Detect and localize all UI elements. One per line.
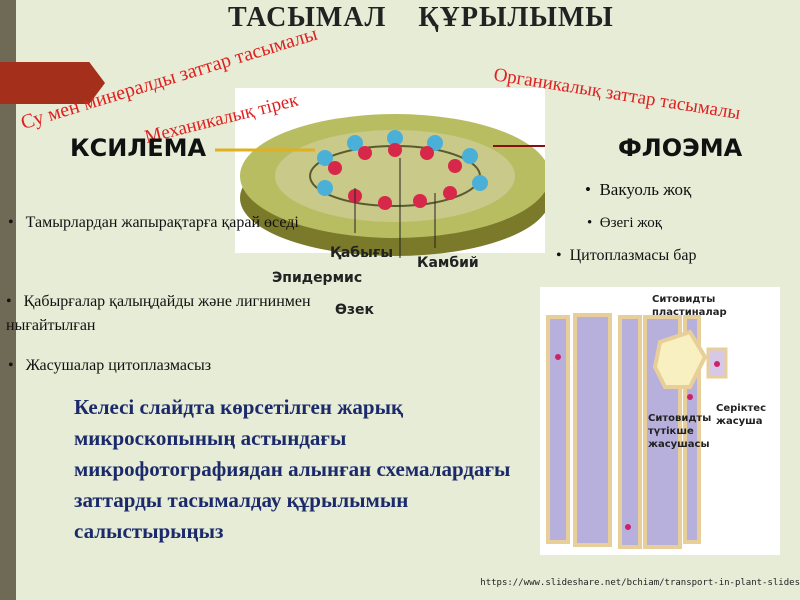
stem-cross-section [215,88,545,258]
phloem-heading: ФЛОЭМА [618,134,743,162]
stem-label-wall: Қабығы [330,245,393,261]
label-companion-cell: Серіктес жасуша [716,403,766,427]
slide-title: ТАСЫМАЛ ҚҰРЫЛЫМЫ [228,2,614,33]
phloem-point-1: • Вакуоль жоқ [585,180,692,199]
left-accent-bar [0,0,16,600]
phloem-point-text: Цитоплазмасы бар [569,247,697,264]
phloem-cells-drawing [546,313,728,549]
phloem-point-text: Өзегі жоқ [599,215,663,231]
phloem-point-text: Вакуоль жоқ [599,180,692,199]
phloem-point-3: • Цитоплазмасы бар [556,247,697,264]
stem-label-epidermis: Эпидермис [272,270,363,286]
xylem-heading: КСИЛЕМА [70,134,207,162]
source-link[interactable]: https://www.slideshare.net/bchiam/transp… [480,578,800,588]
phloem-diagram: Ситовидты пластиналар Ситовидты түтікше … [540,287,780,555]
task-paragraph: Келесі слайдта көрсетілген жарық микроск… [74,395,511,543]
label-sieve-plates: Ситовидты пластиналар [652,294,727,318]
xylem-point-2: • Қабырғалар қалыңдайды және лигнинмен н… [6,293,311,334]
xylem-point-1: • Тамырлардан жапырақтарға қарай өседі [8,214,299,231]
label-sieve-tube: Ситовидты түтікше жасушасы [648,413,712,450]
xylem-point-text: Жасушалар цитоплазмасыз [25,357,212,374]
phloem-point-2: • Өзегі жоқ [587,215,663,231]
xylem-point-text: Тамырлардан жапырақтарға қарай өседі [25,214,299,231]
arrow-decoration [0,62,105,104]
xylem-point-text: Қабырғалар қалыңдайды және лигнинмен нығ… [6,293,311,334]
xylem-point-3: • Жасушалар цитоплазмасыз [8,357,212,374]
stem-label-cambium: Камбий [417,255,479,271]
stem-label-core: Өзек [335,302,375,318]
